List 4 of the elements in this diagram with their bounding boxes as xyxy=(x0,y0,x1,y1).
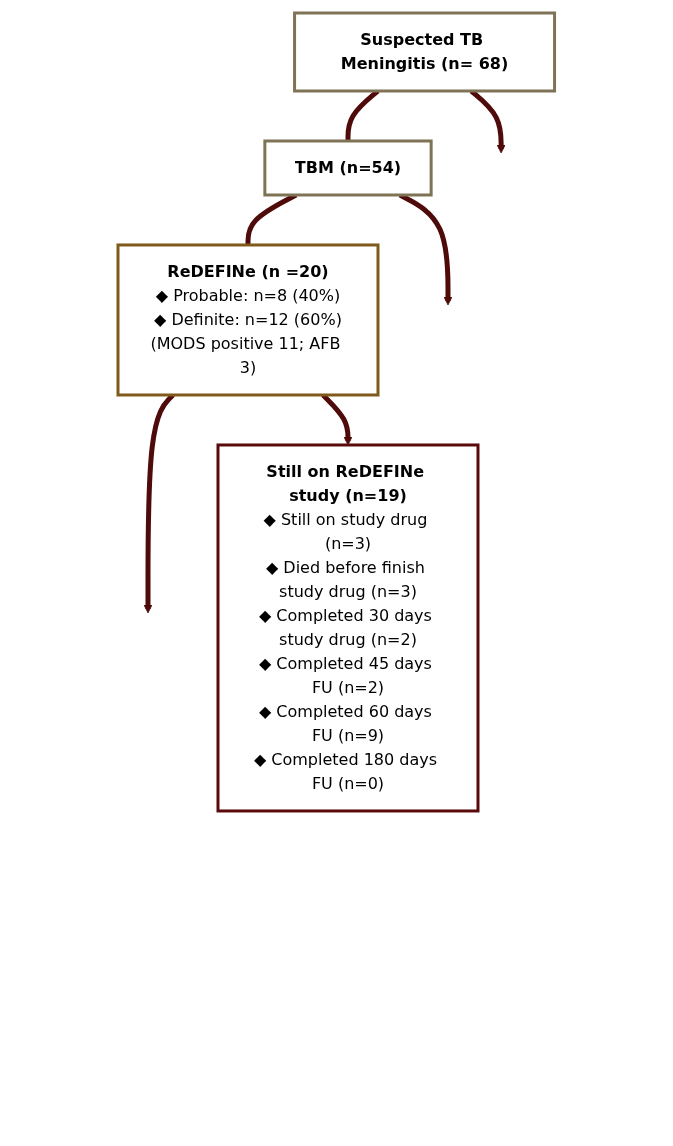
node-box: ReDEFINe (n =20) ◆ Probable: n=8 (40%) ◆ Definite: n=12 (60%) (MODS positive 11; AFB 3) xyxy=(116,243,380,397)
node-box: TBM (n=54) xyxy=(263,139,433,197)
node-box: Still on ReDEFINe study (n=19) ◆ Still on study drug (n=3) ◆ Died before finish study drug (n=3) ◆ Completed 30 days study drug (n=2) ◆ Completed 45 days FU (n=2) ◆ Completed 60 days FU (n=9) ◆ Completed 180 days FU (n=0) xyxy=(216,443,480,813)
node-box: Suspected TB Meningitis (n= 68) xyxy=(293,11,557,93)
